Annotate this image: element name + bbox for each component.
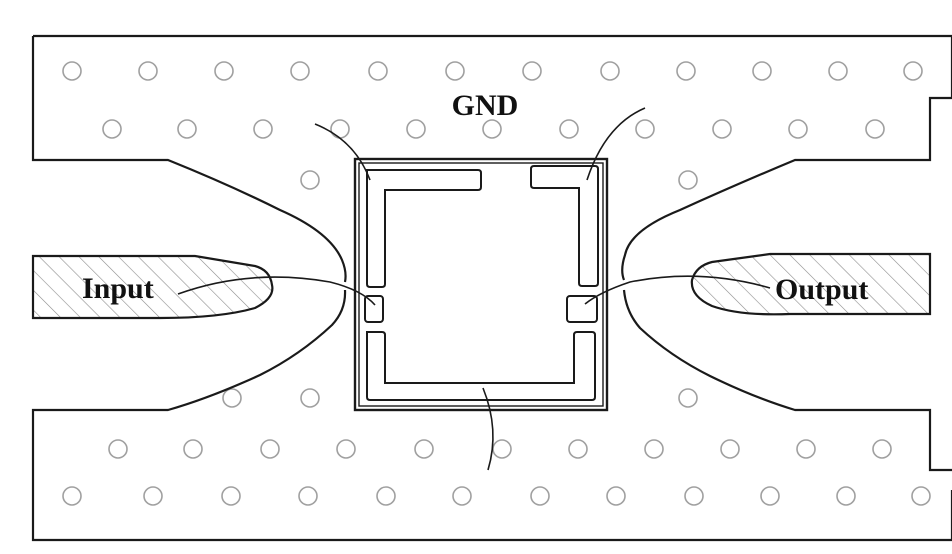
via-hole (676, 61, 696, 81)
via-hole (62, 486, 82, 506)
via-hole (752, 61, 772, 81)
via-hole (712, 119, 732, 139)
via-array (62, 61, 931, 506)
via-hole (183, 439, 203, 459)
via-hole (872, 439, 892, 459)
input-label: Input (82, 272, 154, 305)
via-hole (143, 486, 163, 506)
via-hole (253, 119, 273, 139)
via-hole (559, 119, 579, 139)
via-hole (290, 61, 310, 81)
via-hole (828, 61, 848, 81)
via-hole (102, 119, 122, 139)
via-hole (720, 439, 740, 459)
via-hole (445, 61, 465, 81)
via-hole (298, 486, 318, 506)
via-hole (684, 486, 704, 506)
via-hole (376, 486, 396, 506)
gnd-label: GND (452, 89, 519, 122)
via-hole (492, 439, 512, 459)
via-hole (911, 486, 931, 506)
via-hole (177, 119, 197, 139)
bottom-ground-plane-right (622, 289, 952, 472)
via-hole (108, 439, 128, 459)
gnd-leader-right (586, 107, 646, 181)
via-hole (221, 486, 241, 506)
via-hole (62, 61, 82, 81)
input-trace (31, 254, 274, 320)
via-hole (635, 119, 655, 139)
via-hole (406, 119, 426, 139)
output-trace (690, 252, 932, 316)
via-hole (760, 486, 780, 506)
via-hole (788, 119, 808, 139)
output-label: Output (775, 273, 868, 306)
via-hole (482, 119, 502, 139)
gnd-leader-left (314, 123, 371, 181)
via-hole (214, 61, 234, 81)
via-hole (644, 439, 664, 459)
chip-package (353, 157, 609, 412)
via-hole (300, 170, 320, 190)
via-hole (678, 170, 698, 190)
gnd-pad-top-right (530, 165, 599, 287)
via-hole (260, 439, 280, 459)
via-hole (606, 486, 626, 506)
via-hole (600, 61, 620, 81)
via-hole (568, 439, 588, 459)
top-ground-plane-left (31, 36, 347, 283)
via-hole (796, 439, 816, 459)
via-hole (836, 486, 856, 506)
via-hole (336, 439, 356, 459)
via-hole (368, 61, 388, 81)
via-hole (222, 388, 242, 408)
via-hole (903, 61, 923, 81)
top-ground-plane (33, 34, 952, 281)
output-leader (584, 275, 771, 305)
via-hole (452, 486, 472, 506)
input-leader (177, 276, 376, 306)
via-hole (678, 388, 698, 408)
via-hole (300, 388, 320, 408)
gnd-leader-bottom (482, 387, 494, 471)
output-pad (566, 295, 598, 323)
gnd-pad-top-left (366, 169, 482, 288)
via-hole (530, 486, 550, 506)
via-hole (522, 61, 542, 81)
via-hole (865, 119, 885, 139)
input-pad (364, 295, 384, 323)
bottom-ground-plane-left (31, 289, 952, 542)
via-hole (414, 439, 434, 459)
via-hole (138, 61, 158, 81)
gnd-pad-bottom (366, 331, 596, 401)
via-hole (330, 119, 350, 139)
